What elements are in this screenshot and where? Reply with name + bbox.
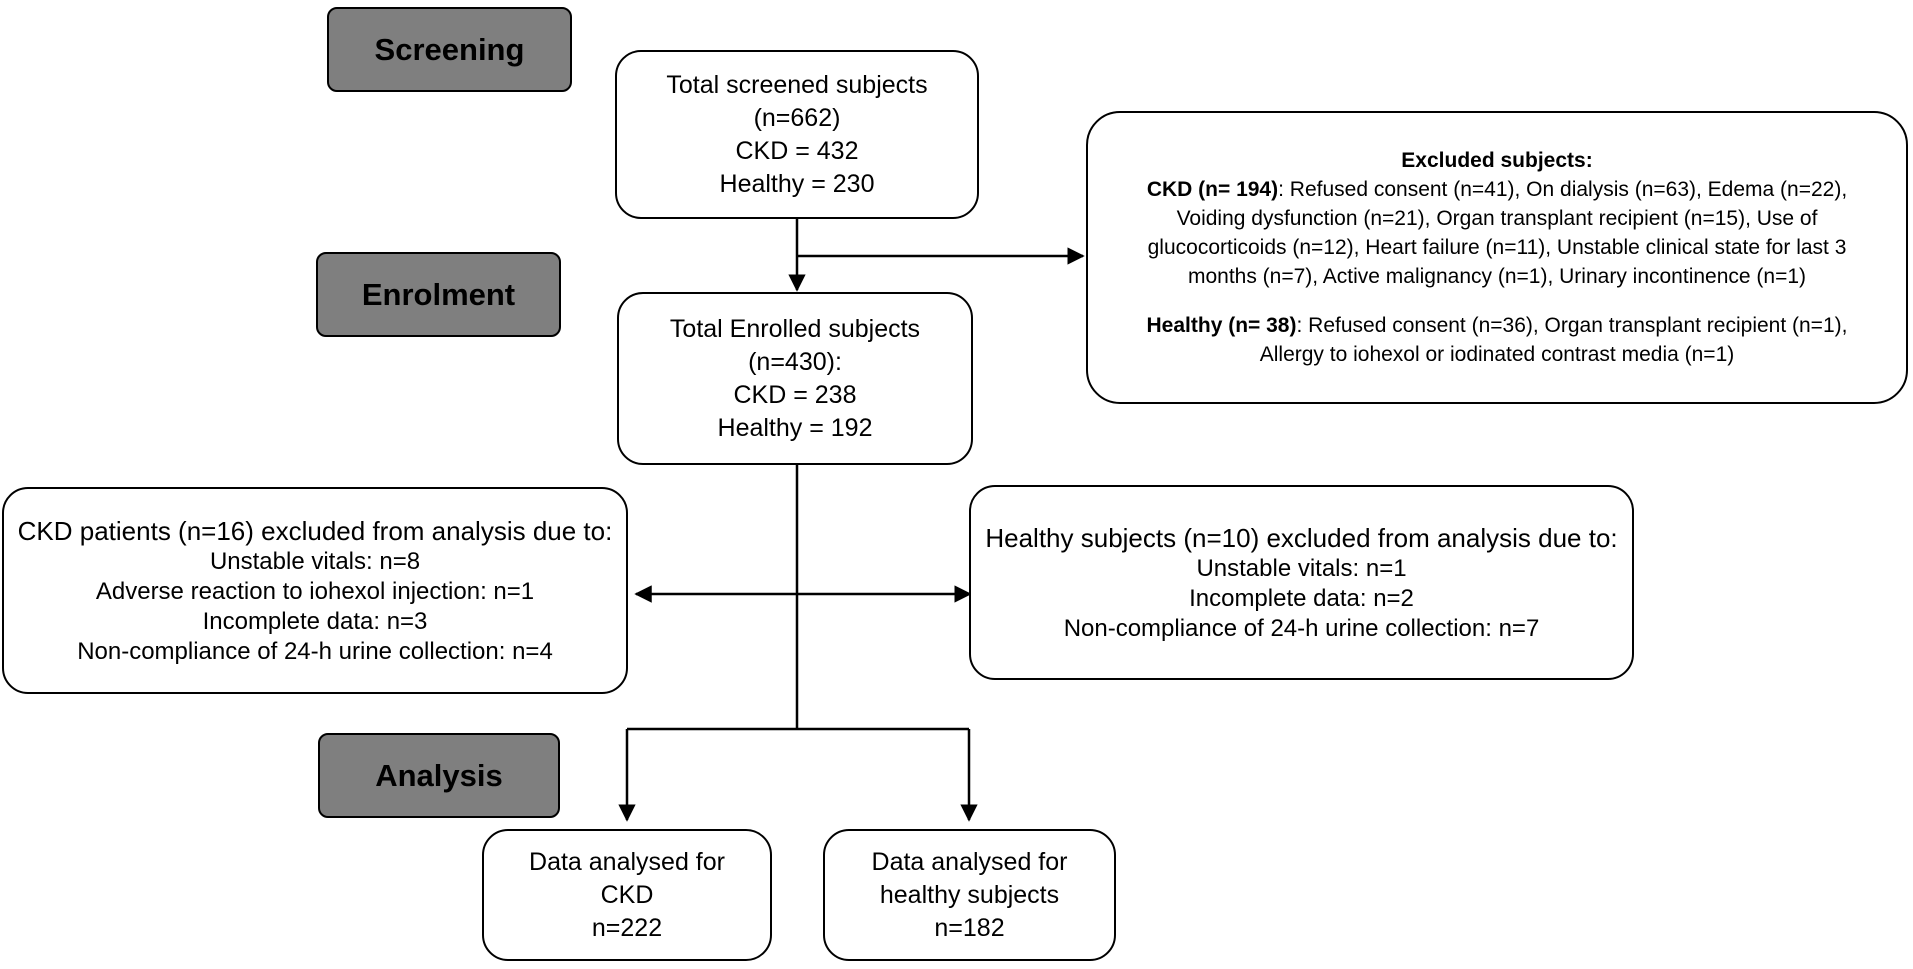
stage-label-analysis: Analysis (318, 733, 560, 818)
excluded-ckd-line1: CKD (n= 194): Refused consent (n=41), On… (1147, 175, 1847, 204)
enrolled-healthy: Healthy = 192 (717, 413, 873, 442)
excluded-ckd-head: CKD (n= 194) (1146, 178, 1279, 201)
analysed-ckd-n: n=222 (591, 913, 663, 942)
excluded-title: Excluded subjects: (1401, 149, 1593, 172)
ckd-excluded-box: CKD patients (n=16) excluded from analys… (2, 487, 628, 694)
analysed-ckd-line2: CKD (600, 880, 654, 909)
excluded-ckd-line3: glucocorticoids (n=12), Heart failure (n… (1147, 236, 1847, 259)
excluded-healthy-line1: Healthy (n= 38): Refused consent (n=36),… (1147, 311, 1848, 340)
analysed-ckd-line1: Data analysed for (529, 847, 725, 876)
excluded-ckd-line4: months (n=7), Active malignancy (n=1), U… (1187, 265, 1807, 288)
excluded-ckd-line2: Voiding dysfunction (n=21), Organ transp… (1176, 207, 1818, 230)
healthy-excluded-item: Non-compliance of 24-h urine collection:… (1063, 614, 1540, 642)
enrolled-ckd: CKD = 238 (733, 380, 857, 409)
ckd-excluded-title: CKD patients (n=16) excluded from analys… (17, 515, 613, 546)
excluded-healthy-text1: : Refused consent (n=36), Organ transpla… (1296, 314, 1848, 337)
analysed-healthy-box: Data analysed for healthy subjects n=182 (823, 829, 1116, 961)
ckd-excluded-item: Adverse reaction to iohexol injection: n… (95, 577, 535, 605)
excluded-healthy-head: Healthy (n= 38) (1146, 314, 1297, 337)
stage-label-screening: Screening (327, 7, 572, 92)
analysed-healthy-n: n=182 (934, 913, 1005, 942)
ckd-excluded-item: Incomplete data: n=3 (202, 607, 428, 635)
healthy-excluded-title: Healthy subjects (n=10) excluded from an… (985, 522, 1618, 553)
analysed-healthy-line1: Data analysed for (871, 847, 1068, 876)
healthy-excluded-item: Unstable vitals: n=1 (1196, 554, 1407, 582)
ckd-excluded-item: Unstable vitals: n=8 (209, 547, 421, 575)
excluded-box: Excluded subjects: CKD (n= 194): Refused… (1086, 111, 1908, 404)
enrolled-n: (n=430): (748, 347, 842, 376)
stage-label-enrolment: Enrolment (316, 252, 561, 337)
enrolled-title: Total Enrolled subjects (669, 314, 921, 343)
enrolled-box: Total Enrolled subjects (n=430): CKD = 2… (617, 292, 973, 465)
ckd-excluded-item: Non-compliance of 24-h urine collection:… (77, 637, 553, 665)
screened-n: (n=662) (753, 103, 841, 132)
analysed-ckd-box: Data analysed for CKD n=222 (482, 829, 772, 961)
analysed-healthy-line2: healthy subjects (879, 880, 1060, 909)
screened-ckd: CKD = 432 (735, 136, 859, 165)
excluded-healthy-line2: Allergy to iohexol or iodinated contrast… (1259, 343, 1735, 366)
screened-title: Total screened subjects (666, 70, 928, 99)
excluded-ckd-text1: : Refused consent (n=41), On dialysis (n… (1278, 178, 1848, 201)
healthy-excluded-item: Incomplete data: n=2 (1189, 584, 1414, 612)
screened-box: Total screened subjects (n=662) CKD = 43… (615, 50, 979, 219)
screened-healthy: Healthy = 230 (719, 169, 875, 198)
healthy-excluded-box: Healthy subjects (n=10) excluded from an… (969, 485, 1634, 680)
